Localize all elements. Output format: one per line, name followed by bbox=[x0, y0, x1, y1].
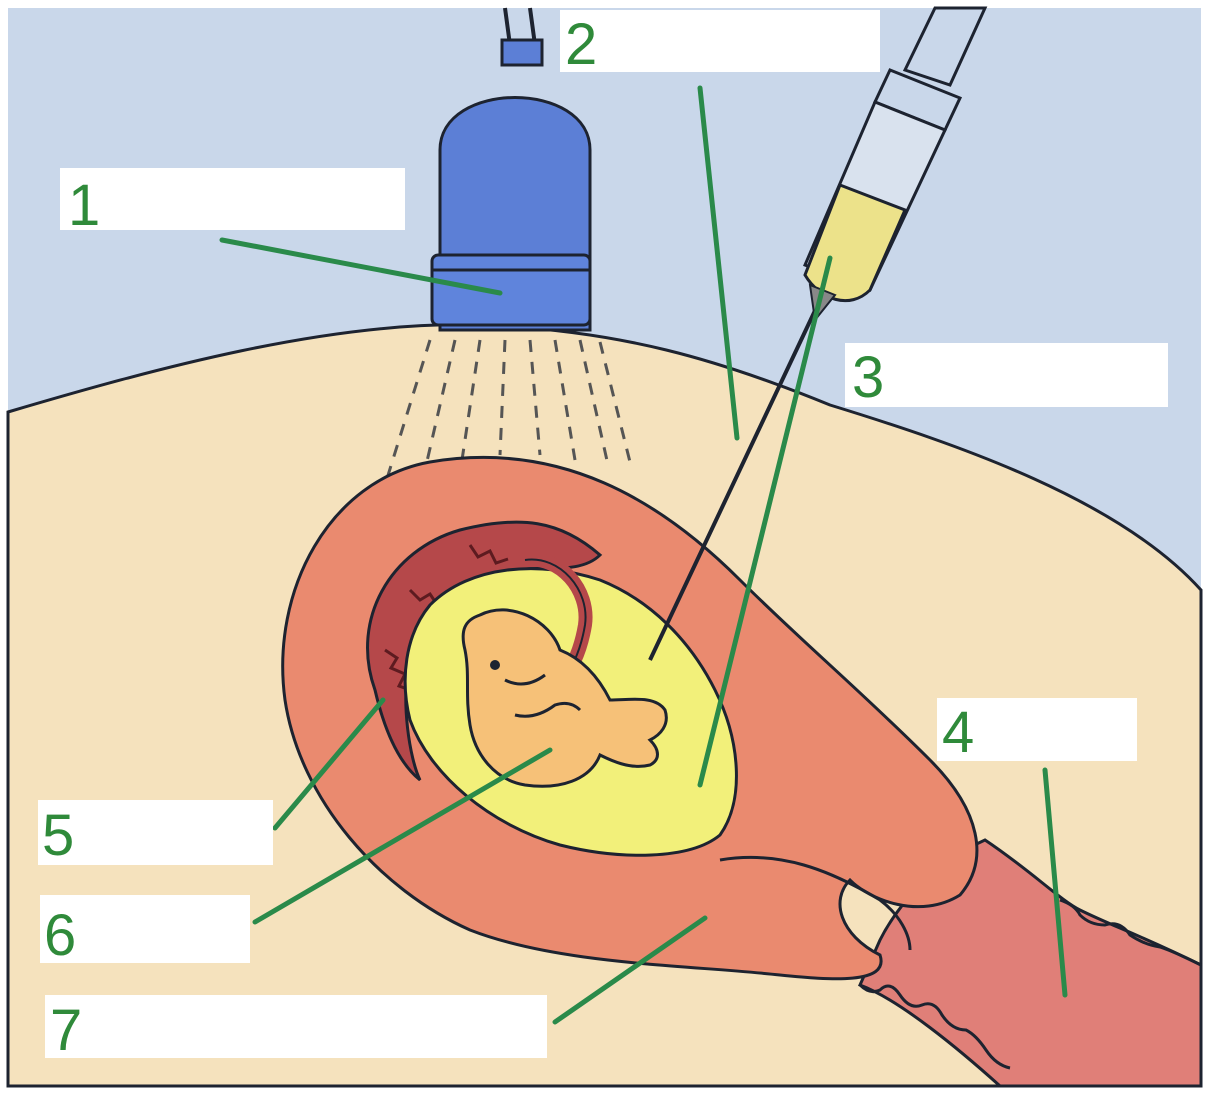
label-number-2: 2 bbox=[565, 12, 597, 77]
label-6: 6 bbox=[40, 895, 250, 968]
answer-box-7[interactable] bbox=[45, 995, 547, 1058]
label-1: 1 bbox=[60, 168, 405, 238]
label-number-1: 1 bbox=[68, 173, 100, 238]
label-2: 2 bbox=[560, 10, 880, 77]
label-5: 5 bbox=[38, 800, 273, 868]
label-number-4: 4 bbox=[942, 700, 974, 765]
label-number-7: 7 bbox=[50, 998, 82, 1063]
answer-box-3[interactable] bbox=[845, 343, 1168, 407]
label-number-6: 6 bbox=[44, 903, 76, 968]
label-3: 3 bbox=[845, 343, 1168, 410]
answer-box-1[interactable] bbox=[60, 168, 405, 230]
answer-box-2[interactable] bbox=[560, 10, 880, 72]
label-7: 7 bbox=[45, 995, 547, 1063]
label-number-5: 5 bbox=[42, 803, 74, 868]
label-4: 4 bbox=[937, 698, 1137, 765]
label-number-3: 3 bbox=[852, 345, 884, 410]
